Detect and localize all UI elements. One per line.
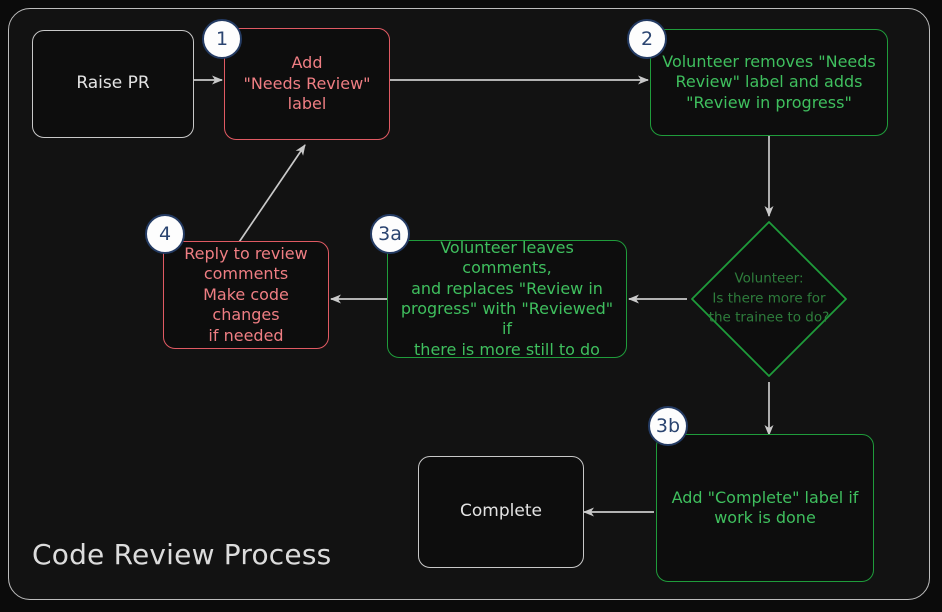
step-badge-2: 2: [627, 19, 667, 59]
node-decision-more-work-label: Volunteer: Is there more for the trainee…: [708, 270, 830, 326]
diagram-title: Code Review Process: [32, 538, 332, 571]
step-badge-3a-text: 3a: [378, 223, 402, 245]
step-badge-4-text: 4: [158, 223, 172, 245]
node-reply-to-review-label: Reply to review comments Make code chang…: [184, 243, 308, 345]
decision-diamond-shape: [691, 221, 847, 377]
node-volunteer-review-progress[interactable]: Volunteer removes "Needs Review" label a…: [650, 29, 888, 136]
node-raise-pr-label: Raise PR: [76, 73, 150, 94]
node-add-complete-label-label: Add "Complete" label if work is done: [671, 487, 859, 527]
node-add-needs-review[interactable]: Add "Needs Review" label: [224, 28, 390, 140]
step-badge-2-text: 2: [640, 28, 654, 50]
step-badge-3a: 3a: [370, 214, 410, 254]
node-volunteer-comments-label: Volunteer leaves comments, and replaces …: [400, 237, 614, 359]
step-badge-4: 4: [145, 214, 185, 254]
node-decision-more-work[interactable]: Volunteer: Is there more for the trainee…: [689, 219, 849, 379]
node-complete-label: Complete: [460, 501, 542, 522]
node-volunteer-comments[interactable]: Volunteer leaves comments, and replaces …: [387, 237, 627, 359]
node-add-complete-label[interactable]: Add "Complete" label if work is done: [656, 434, 874, 582]
node-add-needs-review-label: Add "Needs Review" label: [243, 53, 371, 114]
node-reply-to-review[interactable]: Reply to review comments Make code chang…: [163, 241, 329, 349]
node-complete[interactable]: Complete: [418, 456, 584, 568]
step-badge-3b-text: 3b: [655, 415, 681, 437]
step-badge-3b: 3b: [648, 406, 688, 446]
step-badge-1: 1: [202, 19, 242, 59]
node-raise-pr[interactable]: Raise PR: [32, 30, 194, 138]
node-volunteer-review-progress-label: Volunteer removes "Needs Review" label a…: [662, 51, 876, 112]
step-badge-1-text: 1: [215, 28, 229, 50]
